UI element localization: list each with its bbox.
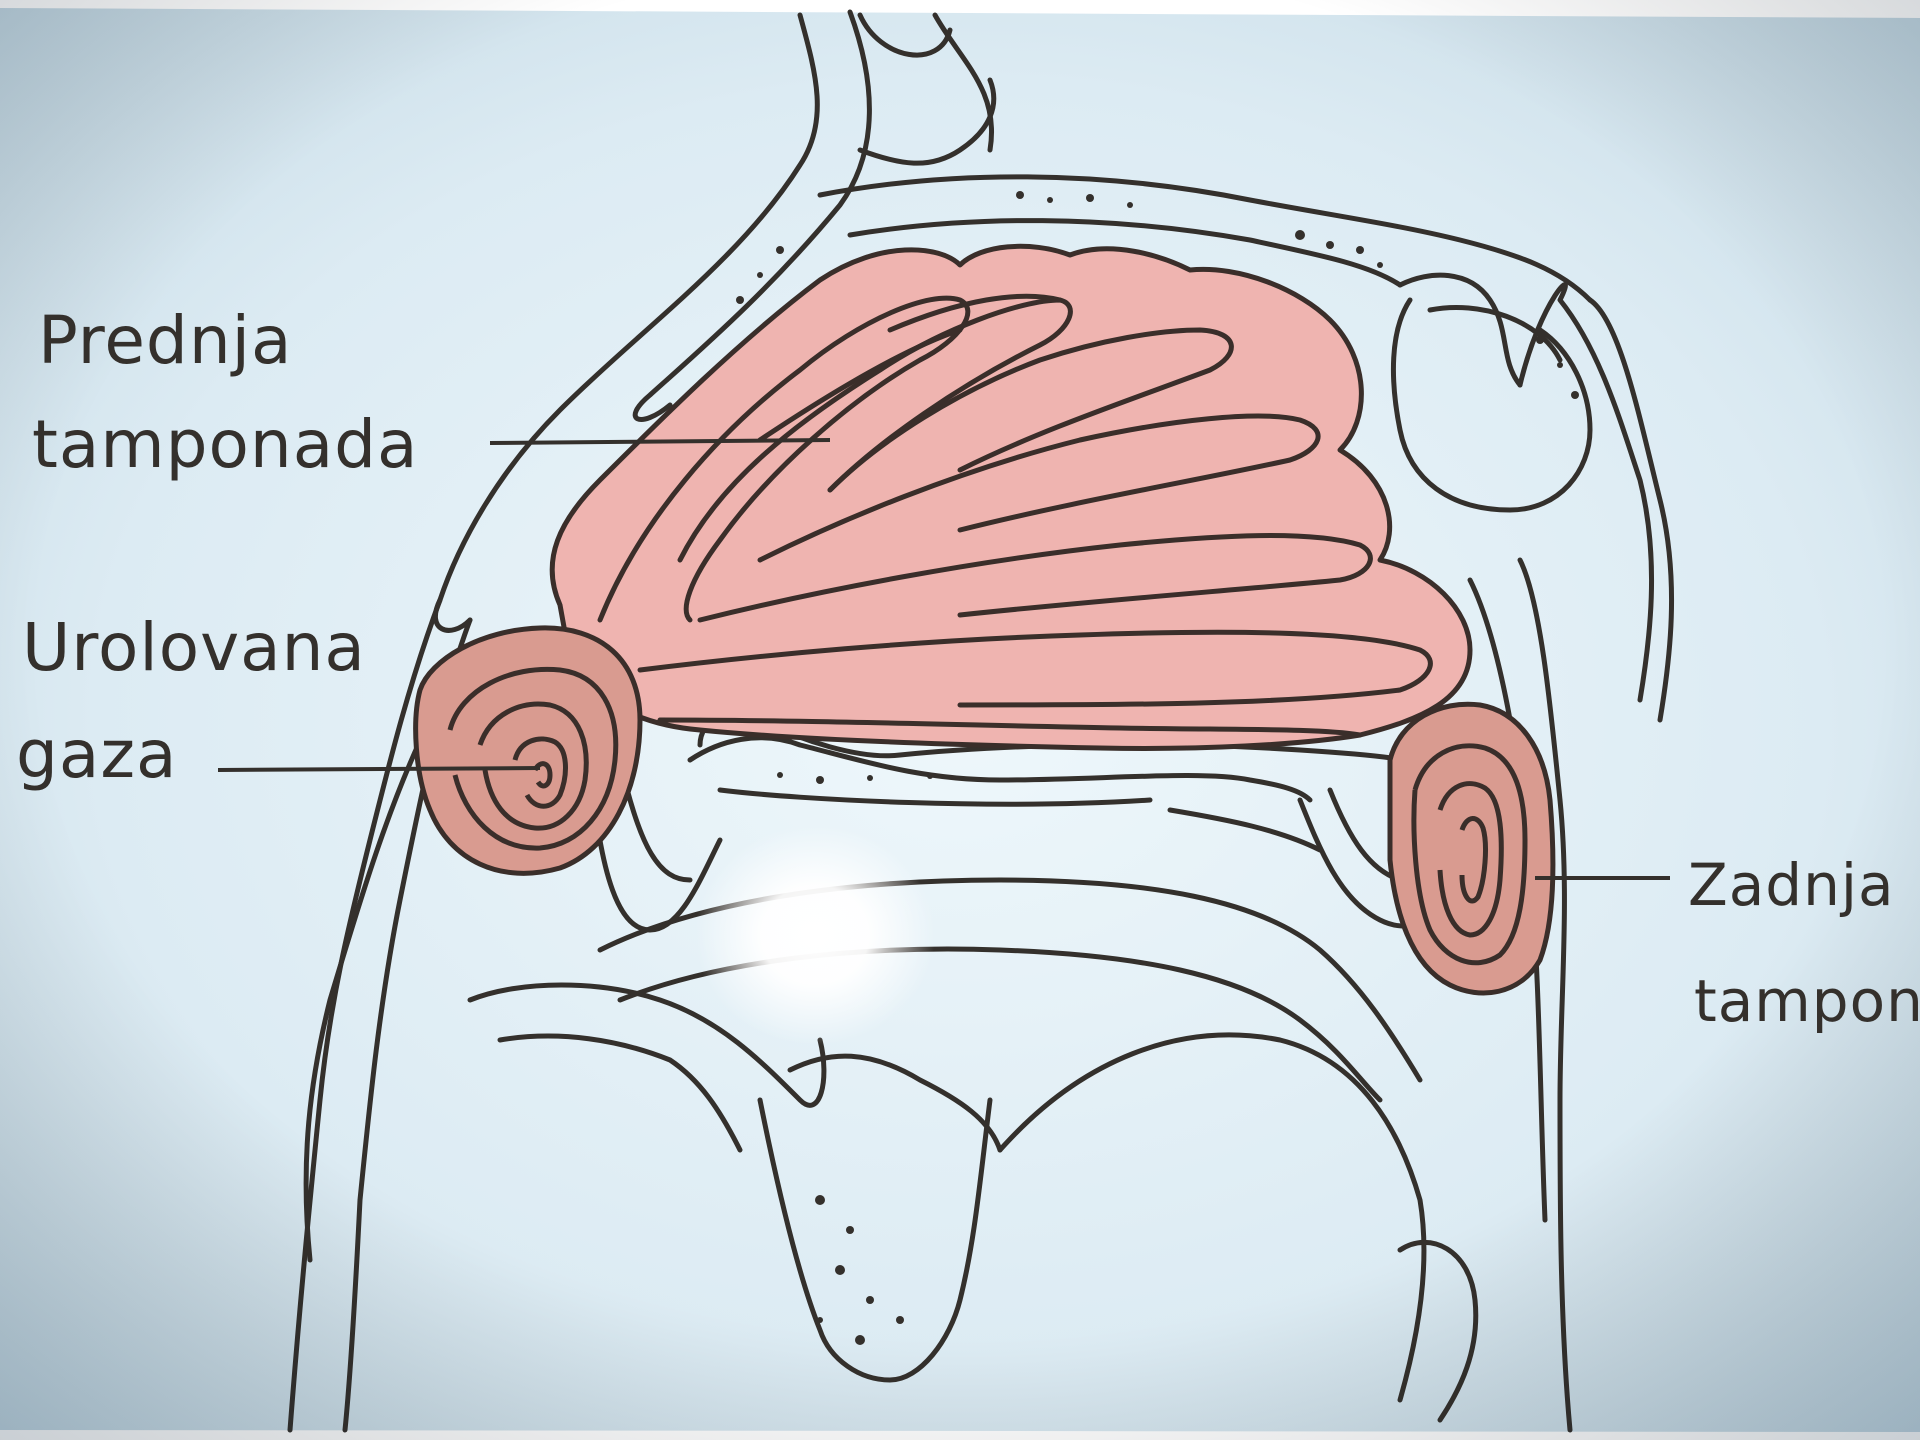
label-anterior-packing-line2: tamponada [32, 412, 419, 478]
label-rolled-gauze-line2: gaza [16, 722, 177, 788]
label-posterior-packing-line1: Zadnja [1688, 856, 1895, 914]
label-anterior-packing-line1: Prednja [38, 308, 292, 374]
label-rolled-gauze-line1: Urolovana [22, 615, 366, 681]
label-posterior-packing-line2: tampon [1694, 972, 1920, 1030]
